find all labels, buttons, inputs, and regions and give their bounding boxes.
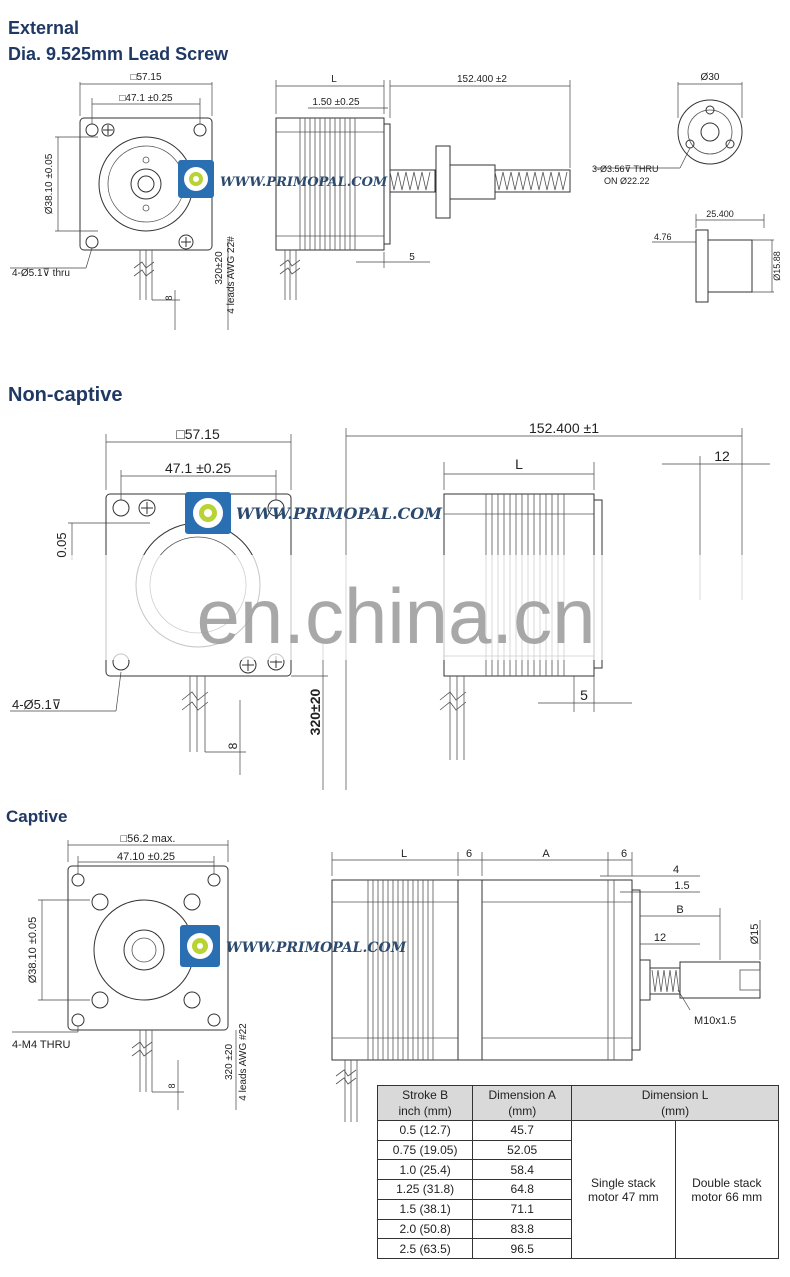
nc-front-size: □57.15 — [176, 426, 220, 442]
stroke-cell: 1.0 (25.4) — [376, 1159, 474, 1181]
cap-dim-6a: 6 — [466, 848, 472, 860]
cap-dim-4: 4 — [673, 864, 679, 876]
noncaptive-title: Non-captive — [8, 384, 123, 406]
table-row: 0.75 (19.05)52.05 — [376, 1139, 779, 1161]
cap-mount-holes: 4-M4 THRU — [12, 1039, 71, 1051]
ext-front-size: □57.15 — [130, 72, 162, 83]
nc-screw-len: 152.400 ±1 — [529, 420, 599, 436]
nc-body-len: L — [515, 456, 523, 472]
nc-screw-dia: 12 — [714, 448, 730, 464]
external-side-view: L 1.50 ±0.25 152.400 ±2 5 — [275, 74, 571, 300]
nc-lead-length: 320±20 — [307, 688, 323, 735]
stroke-cell: 1.5 (38.1) — [376, 1198, 474, 1220]
captive-front-view: □56.2 max. 47.10 ±0.25 Ø38.10 ±0.05 4-M4… — [12, 833, 249, 1110]
cap-dim-15: Ø15 — [749, 924, 761, 945]
brand-watermark-3: WWW.PRIMOPAL.COM — [226, 940, 407, 956]
ext-nut-body-dia: Ø15.88 — [772, 251, 782, 281]
ext-nut-len: 25.400 — [706, 209, 734, 219]
ext-nut-dia: Ø30 — [701, 72, 720, 83]
brand-logo-2 — [185, 492, 231, 534]
nc-hole-pitch: 47.1 ±0.25 — [165, 460, 231, 476]
dim-a-cell: 58.4 — [472, 1159, 573, 1181]
cap-dim-B: B — [676, 904, 683, 916]
overlay-band — [70, 555, 770, 660]
dim-a-cell: 64.8 — [472, 1179, 573, 1200]
external-nut-views: Ø30 3-Ø3.56⊽ THRU ON Ø22.22 25.400 4.76 … — [592, 72, 782, 303]
captive-side-view: L 6 A 6 4 1.5 B 12 Ø15 M10x1.5 — [331, 848, 761, 1122]
nc-pilot-dia: 0.05 — [54, 532, 69, 557]
cap-dim-6b: 6 — [621, 848, 627, 860]
ext-screw-len: 152.400 ±2 — [457, 74, 507, 85]
overlay-watermark: en.china.cn — [197, 572, 596, 660]
dim-a-cell: 71.1 — [472, 1198, 573, 1220]
cap-dim-A: A — [542, 848, 550, 860]
brand-logo-1 — [178, 160, 214, 198]
cap-thread: M10x1.5 — [694, 1015, 736, 1027]
cap-pilot-dia: Ø38.10 ±0.05 — [27, 917, 39, 984]
stroke-cell: 2.5 (63.5) — [376, 1238, 474, 1259]
nc-lead-strip: 8 — [226, 742, 240, 749]
ext-nut-holes-2: ON Ø22.22 — [604, 176, 650, 186]
dim-a-cell: 52.05 — [472, 1139, 573, 1161]
cap-dim-L: L — [401, 848, 407, 860]
ext-pilot-dia: Ø38.10 ±0.05 — [44, 153, 55, 214]
table-row: 2.5 (63.5)96.5 — [376, 1238, 779, 1259]
cap-dim-1-5: 1.5 — [674, 880, 689, 892]
dim-a-cell: 83.8 — [472, 1218, 573, 1240]
header-dim-l: Dimension L(mm) — [571, 1085, 779, 1121]
cap-dim-12: 12 — [654, 932, 666, 944]
cap-hole-pitch: 47.10 ±0.25 — [117, 851, 175, 863]
dim-a-cell: 45.7 — [472, 1120, 573, 1141]
cap-lead-strip: 8 — [167, 1083, 177, 1088]
header-dim-a: Dimension A(mm) — [472, 1085, 573, 1121]
ext-nut-flange: 4.76 — [654, 232, 672, 242]
brand-watermark-1: WWW.PRIMOPAL.COM — [220, 175, 388, 190]
stroke-cell: 2.0 (50.8) — [376, 1218, 474, 1240]
ext-lead-strip: 8 — [164, 295, 174, 300]
brand-logo-3 — [180, 925, 220, 967]
brand-watermark-2: WWW.PRIMOPAL.COM — [236, 504, 443, 523]
stroke-cell: 0.5 (12.7) — [376, 1120, 474, 1141]
table-row: 2.0 (50.8)83.8 — [376, 1218, 779, 1240]
nc-flange-off: 5 — [580, 687, 588, 703]
ext-nut-holes-1: 3-Ø3.56⊽ THRU — [592, 164, 658, 174]
ext-lead-spec: 4 leads AWG 22# — [226, 236, 237, 314]
ext-hole-pitch: □47.1 ±0.25 — [119, 93, 173, 104]
cap-lead-spec: 4 leads AWG #22 — [238, 1023, 249, 1101]
captive-title: Captive — [6, 807, 68, 826]
ext-mount-holes: 4-Ø5.1⊽ thru — [12, 268, 70, 279]
external-front-view: □57.15 □47.1 ±0.25 Ø38.10 ±0.05 4-Ø5.1⊽ … — [10, 72, 237, 330]
ext-lead-length: 320±20 — [214, 251, 225, 285]
stroke-cell: 0.75 (19.05) — [376, 1139, 474, 1161]
ext-pilot-len: 1.50 ±0.25 — [312, 97, 360, 108]
external-subtitle: Dia. 9.525mm Lead Screw — [8, 44, 229, 64]
ext-body-len: L — [331, 74, 337, 85]
dim-a-cell: 96.5 — [472, 1238, 573, 1259]
nc-mount-holes: 4-Ø5.1⊽ — [12, 697, 61, 712]
cap-lead-length: 320 ±20 — [224, 1044, 235, 1081]
ext-flange-off: 5 — [409, 252, 415, 263]
cap-front-size: □56.2 max. — [121, 833, 176, 845]
stroke-cell: 1.25 (31.8) — [376, 1179, 474, 1200]
external-title: External — [8, 18, 80, 38]
